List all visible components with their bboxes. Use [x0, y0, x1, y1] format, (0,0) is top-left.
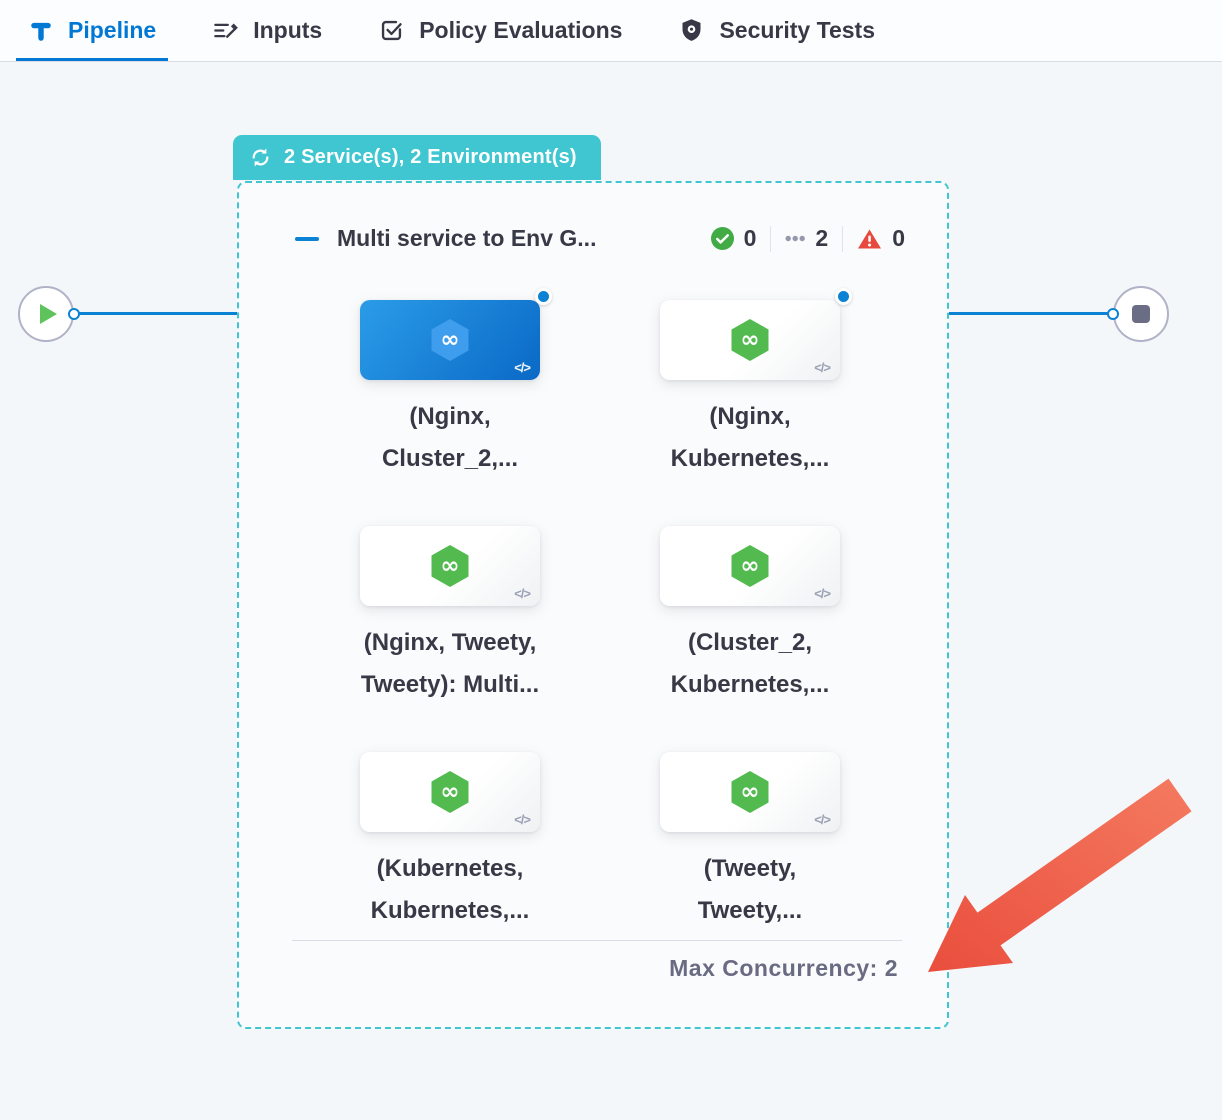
service-hexagon-icon: ∞: [431, 319, 469, 361]
tab-security-tests[interactable]: Security Tests: [678, 0, 875, 61]
stage-card-tile[interactable]: ∞ </>: [360, 288, 552, 380]
end-node[interactable]: [1107, 286, 1169, 342]
security-shield-icon: [678, 17, 705, 44]
policy-check-icon: [378, 17, 405, 44]
service-hexagon-icon: ∞: [731, 771, 769, 813]
stage-group-header: Multi service to Env G... 0: [295, 225, 905, 252]
status-divider: [770, 225, 772, 252]
service-hexagon-icon: ∞: [731, 545, 769, 587]
stop-icon: [1132, 305, 1150, 323]
inputs-icon: [212, 17, 239, 44]
stage-label: (Nginx, Cluster_2,...: [381, 403, 519, 472]
service-hexagon-icon: ∞: [731, 319, 769, 361]
failed-count: 0: [892, 225, 905, 251]
stage-grid: ∞ </> (Nginx, Cluster_2,...: [360, 288, 852, 932]
svg-text:∞: ∞: [740, 779, 759, 805]
status-divider: [842, 225, 844, 252]
stage-card[interactable]: ∞ </> (Cluster_2, Kubernetes,...: [660, 526, 840, 706]
stage-label: (Nginx, Tweety, Tweety): Multi...: [360, 629, 540, 698]
pipeline-icon: [28, 18, 54, 44]
stage-group-status: 0 2: [710, 225, 905, 252]
collapse-icon[interactable]: [295, 236, 319, 241]
stage-label: (Kubernetes, Kubernetes,...: [370, 855, 530, 924]
stage-group: Multi service to Env G... 0: [237, 181, 949, 1029]
max-concurrency-label: Max Concurrency: 2: [669, 955, 898, 981]
stage-label: (Tweety, Tweety,...: [697, 855, 803, 924]
tab-label: Security Tests: [719, 17, 875, 43]
tab-inputs[interactable]: Inputs: [212, 0, 322, 61]
stage-label: (Cluster_2, Kubernetes,...: [670, 629, 830, 698]
loop-icon: [249, 146, 272, 169]
svg-text:∞: ∞: [440, 779, 459, 805]
stage-card[interactable]: ∞ </> (Nginx, Kubernetes,...: [660, 288, 852, 480]
pending-dots-icon: [785, 235, 806, 242]
stage-card-tile[interactable]: ∞ </>: [660, 526, 840, 606]
tab-label: Policy Evaluations: [419, 17, 623, 43]
start-output-port: [68, 308, 80, 320]
success-icon: [710, 227, 734, 250]
code-icon: </>: [814, 586, 831, 601]
success-count: 0: [743, 225, 757, 251]
svg-text:∞: ∞: [440, 327, 459, 353]
code-icon: </>: [514, 586, 531, 601]
tab-pipeline[interactable]: Pipeline: [15, 0, 169, 61]
services-environments-badge[interactable]: 2 Service(s), 2 Environment(s): [233, 135, 601, 180]
pending-count: 2: [815, 225, 829, 251]
svg-text:∞: ∞: [740, 553, 759, 579]
stage-card[interactable]: ∞ </> (Tweety, Tweety,...: [660, 752, 840, 932]
stage-group-title: Multi service to Env G...: [337, 225, 597, 251]
stage-label: (Nginx, Kubernetes,...: [670, 403, 830, 472]
tab-bar: Pipeline Inputs Policy Evaluations: [0, 0, 1222, 62]
stage-card[interactable]: ∞ </> (Nginx, Cluster_2,...: [360, 288, 552, 480]
stage-card-tile[interactable]: ∞ </>: [360, 526, 540, 606]
stage-card[interactable]: ∞ </> (Kubernetes, Kubernetes,...: [360, 752, 540, 932]
service-hexagon-icon: ∞: [431, 545, 469, 587]
tab-policy-evaluations[interactable]: Policy Evaluations: [378, 0, 622, 61]
code-icon: </>: [814, 360, 831, 375]
stage-card-tile[interactable]: ∞ </>: [660, 288, 852, 380]
selected-indicator[interactable]: [835, 288, 852, 305]
badge-label: 2 Service(s), 2 Environment(s): [284, 146, 577, 168]
code-icon: </>: [514, 812, 531, 827]
connector-line-right: [949, 312, 1115, 315]
stage-card-tile[interactable]: ∞ </>: [660, 752, 840, 832]
play-icon: [40, 304, 57, 324]
pipeline-canvas: 2 Service(s), 2 Environment(s) Multi ser…: [0, 62, 1222, 1120]
selected-indicator[interactable]: [535, 288, 552, 305]
tab-label: Inputs: [253, 17, 323, 43]
connector-line-left: [72, 312, 237, 315]
stage-card[interactable]: ∞ </> (Nginx, Tweety, Tweety): Multi...: [360, 526, 540, 706]
tab-label: Pipeline: [68, 17, 157, 43]
code-icon: </>: [514, 360, 531, 375]
svg-text:∞: ∞: [740, 327, 759, 353]
end-input-port: [1107, 308, 1119, 320]
warning-triangle-icon: [857, 228, 882, 250]
footer-divider: [292, 940, 902, 941]
code-icon: </>: [814, 812, 831, 827]
service-hexagon-icon: ∞: [431, 771, 469, 813]
stage-card-tile[interactable]: ∞ </>: [360, 752, 540, 832]
svg-text:∞: ∞: [440, 553, 459, 579]
start-node[interactable]: [18, 286, 80, 342]
